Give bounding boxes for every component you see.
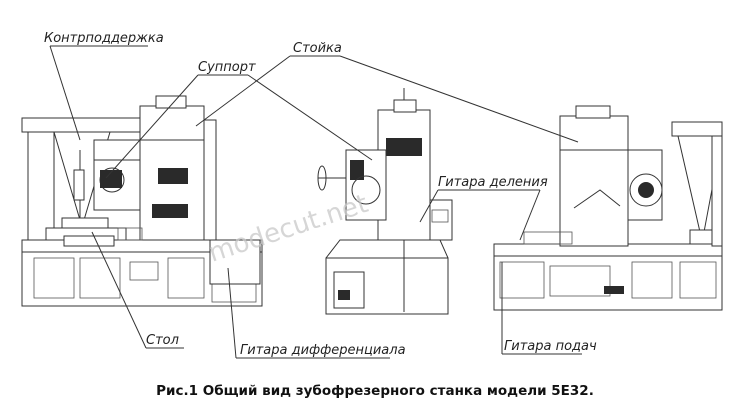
watermark: modecut.net <box>205 189 372 269</box>
label-diff-gear: Гитара дифференциала <box>240 343 406 358</box>
leader-lines <box>49 45 582 359</box>
label-feed-gear: Гитара подач <box>504 339 597 354</box>
label-index-gear: Гитара деления <box>438 175 548 190</box>
front-view <box>21 95 263 307</box>
label-support: Суппорт <box>198 60 256 75</box>
rear-view <box>493 105 723 311</box>
label-column: Стойка <box>293 41 342 56</box>
label-table: Стол <box>146 333 179 348</box>
figure-caption: Рис.1 Общий вид зубофрезерного станка мо… <box>156 383 594 399</box>
label-tailstock: Контрподдержка <box>44 31 164 46</box>
side-view <box>317 88 453 315</box>
